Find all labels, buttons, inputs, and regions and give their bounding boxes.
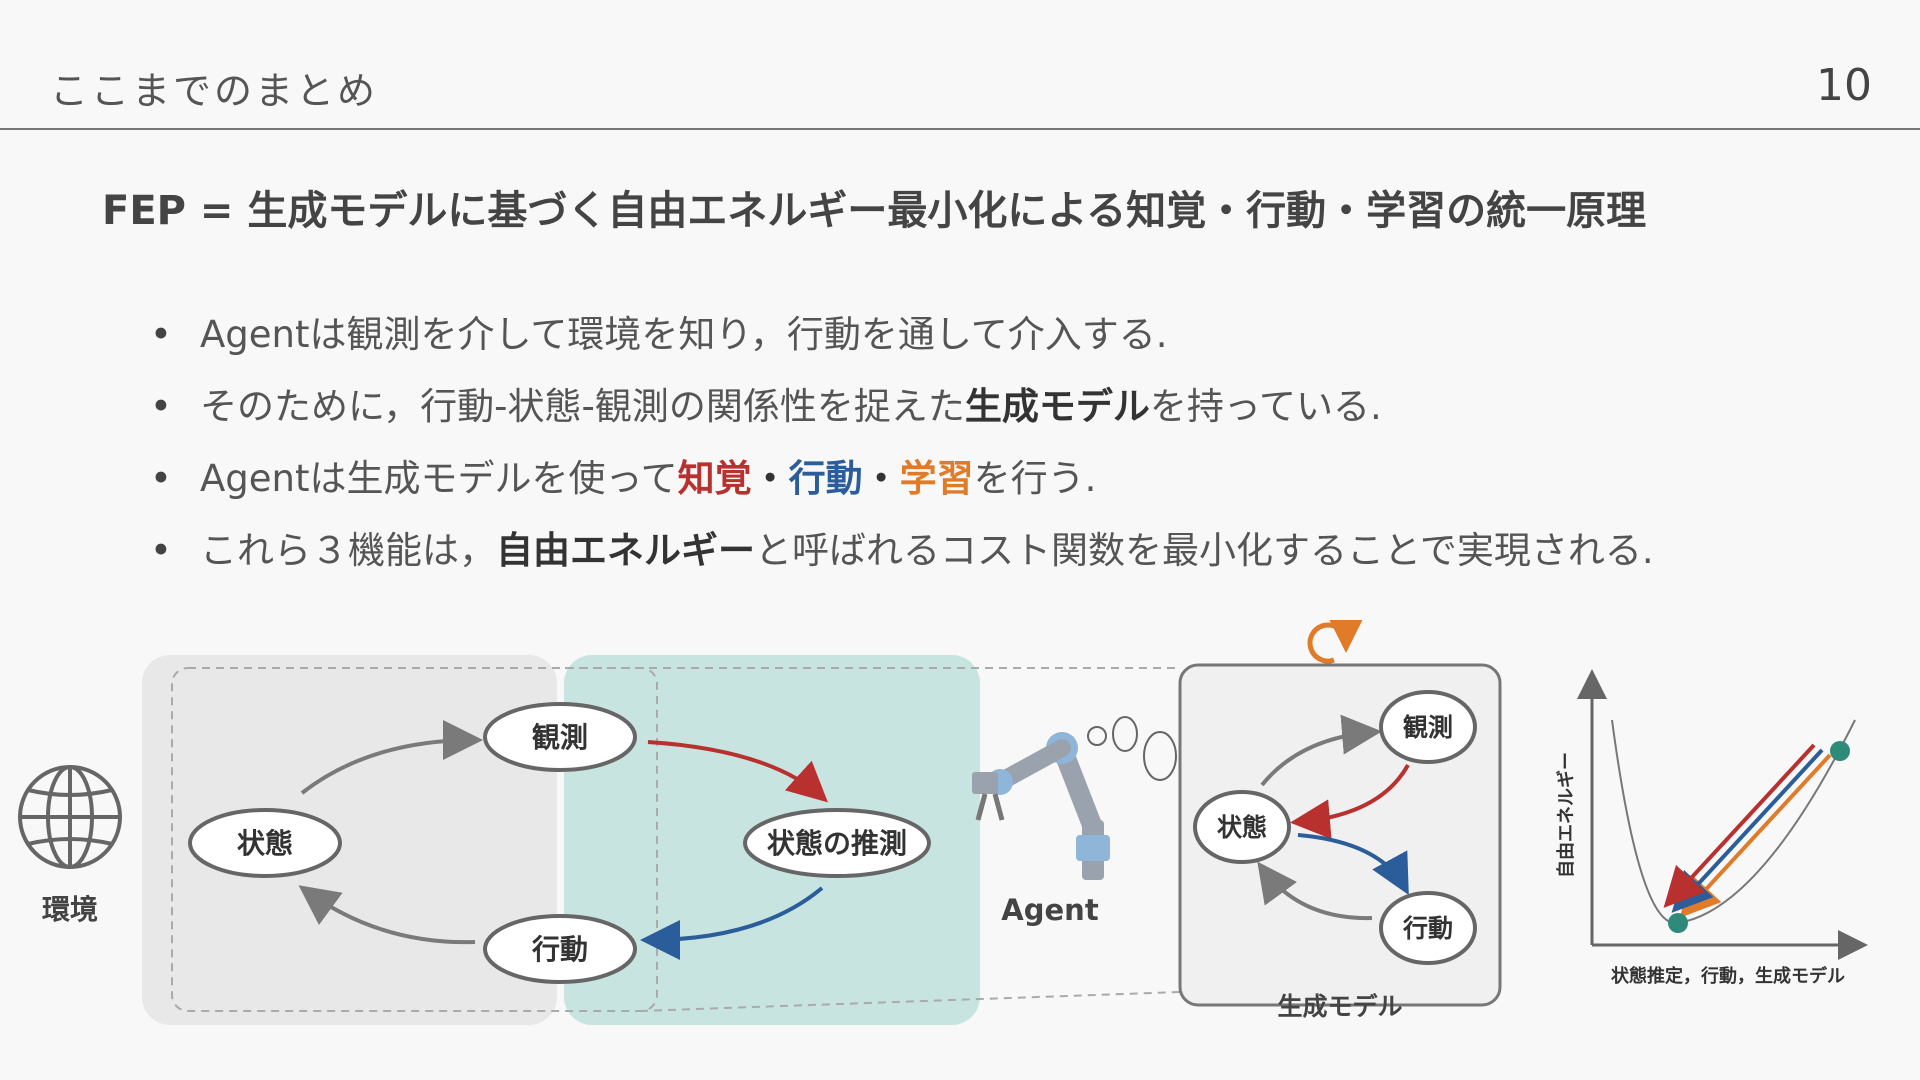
agent-label: Agent: [1001, 893, 1099, 927]
robot-arm-icon: [972, 716, 1177, 880]
generative-model-emphasis: 生成モデル: [964, 385, 1150, 428]
svg-text:行動: 行動: [1402, 914, 1453, 943]
env-label: 環境: [42, 893, 98, 926]
header-divider: [0, 128, 1920, 130]
gm-node-state: 状態: [1193, 790, 1291, 864]
bullet-item-3: Agentは生成モデルを使って知覚・行動・学習を行う.: [150, 449, 1654, 521]
bullet-item-4: これら３機能は，自由エネルギーと呼ばれるコスト関数を最小化することで実現される.: [150, 521, 1654, 593]
globe-icon: [18, 765, 122, 869]
free-energy-emphasis: 自由エネルギー: [496, 529, 755, 572]
svg-text:行動: 行動: [531, 933, 588, 966]
gm-node-observation: 観測: [1379, 690, 1477, 764]
fe-xlabel: 状態推定，行動，生成モデル: [1611, 965, 1845, 987]
action-emphasis: 行動: [788, 457, 863, 500]
svg-text:観測: 観測: [1403, 713, 1453, 742]
free-energy-plot: 自由エネルギー 状態推定，行動，生成モデル: [1555, 669, 1868, 987]
fep-diagram: 環境 観測 状態 行動 状態の推測 Agent: [18, 620, 1868, 1025]
node-observation: 観測: [483, 702, 637, 772]
refresh-icon: [1307, 620, 1371, 664]
svg-text:状態の推測: 状態の推測: [767, 827, 907, 860]
page-number: 10: [1816, 60, 1872, 111]
node-state-estimate: 状態の推測: [743, 808, 931, 878]
bullet-item-2: そのために，行動-状態-観測の関係性を捉えた生成モデルを持っている.: [150, 377, 1654, 449]
page-header-title: ここまでのまとめ: [50, 69, 379, 113]
bullet-list: Agentは観測を介して環境を知り，行動を通して介入する. そのために，行動-状…: [150, 305, 1654, 593]
svg-text:状態: 状態: [237, 827, 293, 860]
slide-headline: FEP = 生成モデルに基づく自由エネルギー最小化による知覚・行動・学習の統一原…: [102, 188, 1647, 234]
gm-caption: 生成モデル: [1277, 992, 1402, 1021]
fe-ylabel: 自由エネルギー: [1555, 752, 1577, 878]
dashed-frame: [171, 667, 658, 1012]
svg-text:状態: 状態: [1217, 813, 1267, 842]
bullet-item-1: Agentは観測を介して環境を知り，行動を通して介入する.: [150, 305, 1654, 377]
gm-node-action: 行動: [1379, 891, 1477, 965]
svg-text:観測: 観測: [532, 721, 588, 754]
node-action: 行動: [483, 914, 637, 984]
node-state: 状態: [188, 808, 342, 878]
perception-emphasis: 知覚: [677, 457, 752, 500]
learning-emphasis: 学習: [899, 457, 974, 500]
